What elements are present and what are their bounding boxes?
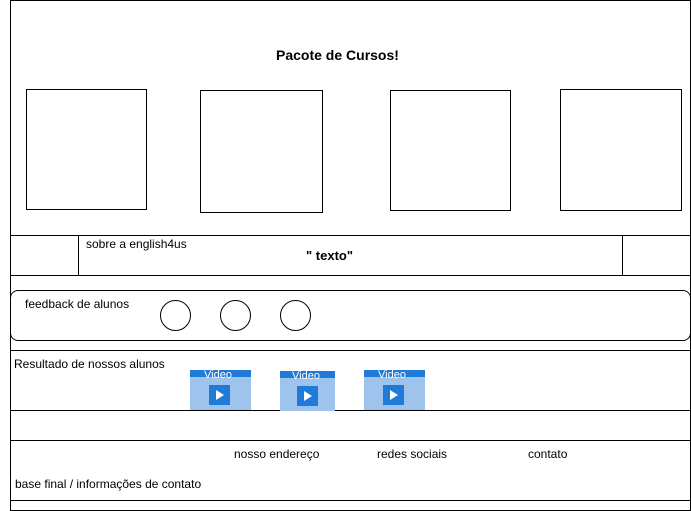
play-icon[interactable] <box>297 386 318 406</box>
about-label: sobre a english4us <box>86 237 187 251</box>
feedback-label: feedback de alunos <box>25 297 130 311</box>
course-card-3[interactable] <box>390 90 511 211</box>
course-card-2[interactable] <box>200 90 323 213</box>
video-header-bar <box>280 371 335 378</box>
about-text: " texto" <box>306 248 353 263</box>
feedback-avatar-1[interactable] <box>160 300 191 331</box>
footer-link-contact[interactable]: contato <box>528 447 568 461</box>
course-card-4[interactable] <box>560 89 682 211</box>
results-label: Resultado de nossos alunos <box>14 357 165 371</box>
about-divider-left <box>78 235 79 276</box>
feedback-avatar-3[interactable] <box>280 300 311 331</box>
video-label: Video <box>204 369 232 381</box>
feedback-avatar-2[interactable] <box>220 300 251 331</box>
footer-link-social[interactable]: redes sociais <box>377 447 448 461</box>
video-header-bar <box>190 370 251 377</box>
footer-section <box>10 440 691 501</box>
video-header-bar <box>364 370 425 377</box>
video-label: Video <box>292 370 320 382</box>
page-title: Pacote de Cursos! <box>276 47 399 63</box>
about-divider-right <box>622 235 623 276</box>
play-triangle-icon <box>216 390 224 400</box>
course-card-1[interactable] <box>26 89 147 210</box>
footer-link-address[interactable]: nosso endereço <box>234 447 320 461</box>
play-triangle-icon <box>390 390 398 400</box>
play-triangle-icon <box>304 391 312 401</box>
video-thumbnail-2[interactable]: Video <box>280 370 335 411</box>
video-thumbnail-3[interactable]: Video <box>364 369 425 410</box>
play-icon[interactable] <box>209 385 230 405</box>
results-section <box>10 350 691 411</box>
footer-base-label: base final / informações de contato <box>15 477 202 491</box>
video-thumbnail-1[interactable]: Video <box>190 369 251 410</box>
play-icon[interactable] <box>383 385 404 405</box>
video-label: Video <box>378 369 406 381</box>
